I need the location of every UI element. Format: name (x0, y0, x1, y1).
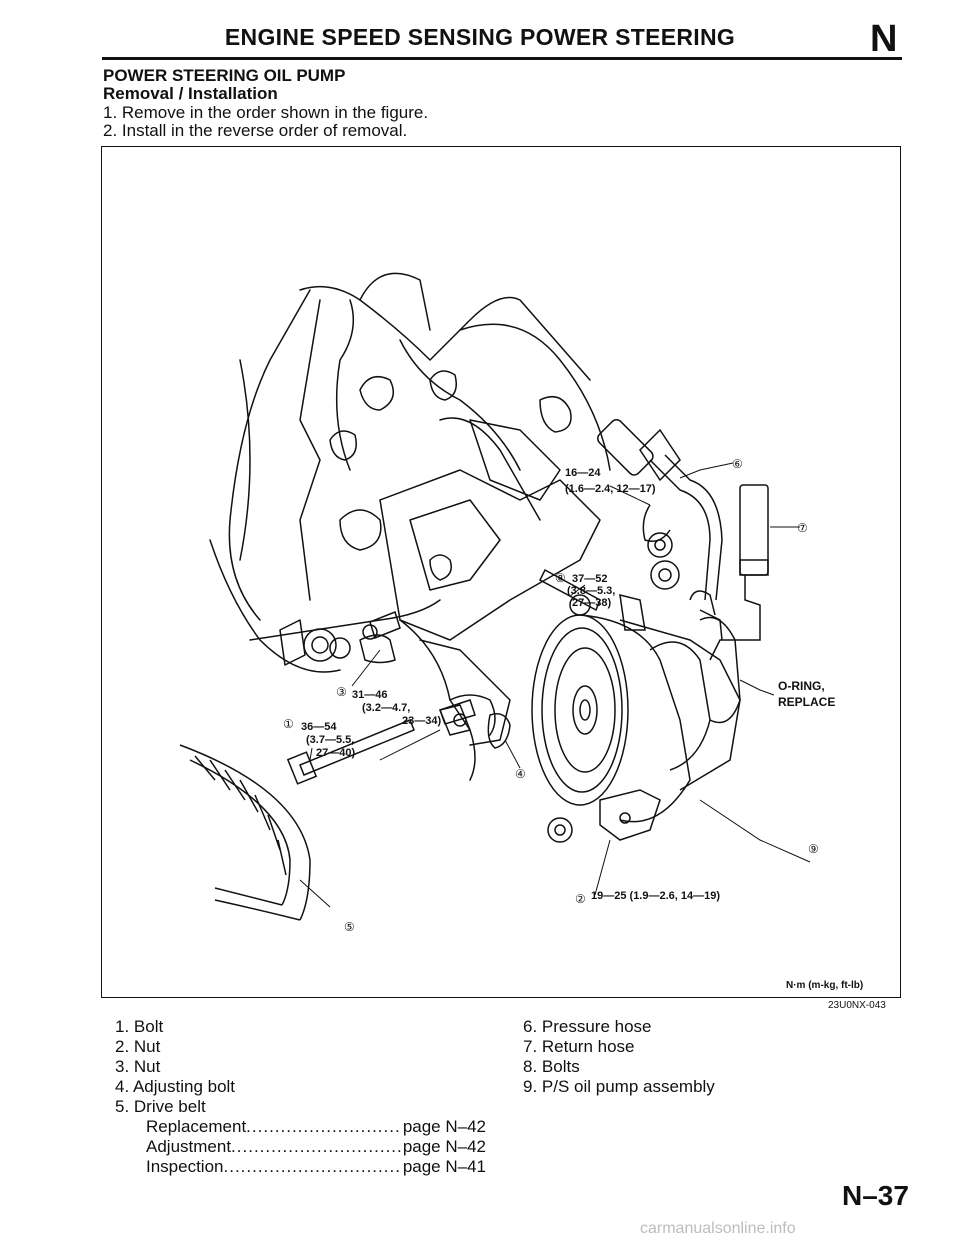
torque-1-alt2: 27—40) (316, 747, 355, 759)
torque-labels: 16—24 (1.6—2.4, 12—17) 37—52 (3.8—5.3, 2… (301, 467, 863, 991)
header-rule (102, 57, 902, 60)
drive-belt-drawing (179, 744, 311, 921)
legend-item-2: 2. Nut (115, 1037, 161, 1056)
callout-numbers: ⑥ ⑦ ⑧ ③ ① ④ ⑨ ② ⑤ (283, 457, 819, 934)
ref-adjustment-page: page N–42 (402, 1137, 486, 1156)
ref-inspection: Inspection page N–41 (146, 1157, 486, 1177)
callout-3: ③ (336, 685, 347, 699)
callout-8: ⑧ (555, 571, 566, 585)
section-letter: N (870, 18, 898, 60)
torque-hose-value: 16—24 (565, 467, 601, 479)
callout-5: ⑤ (344, 920, 355, 934)
ref-inspection-label: Inspection (146, 1157, 224, 1176)
section-title: POWER STEERING OIL PUMP (103, 66, 346, 85)
step-2: 2. Install in the reverse order of remov… (103, 121, 408, 140)
legend-item-1: 1. Bolt (115, 1017, 164, 1036)
ref-replacement-label: Replacement (146, 1117, 247, 1136)
leader-dots (231, 1137, 401, 1157)
ref-adjustment: Adjustment page N–42 (146, 1137, 486, 1157)
ref-adjustment-label: Adjustment (146, 1137, 232, 1156)
o-ring-note-1: O-RING, (778, 679, 825, 693)
legend-item-5: 5. Drive belt (115, 1097, 206, 1116)
torque-8-alt2: 27—38) (572, 597, 611, 609)
callout-2: ② (575, 892, 586, 906)
callout-7: ⑦ (797, 521, 808, 535)
torque-1-alt1: (3.7—5.5, (306, 734, 354, 746)
torque-3-value: 31—46 (352, 689, 387, 701)
legend-item-6: 6. Pressure hose (523, 1017, 652, 1036)
engine-bracket-drawing (209, 272, 611, 781)
torque-8-value: 37—52 (572, 573, 607, 585)
legend-item-8: 8. Bolts (523, 1057, 580, 1076)
pump-diagram: ⑥ ⑦ ⑧ ③ ① ④ ⑨ ② ⑤ 16—24 (1.6—2.4, 12—17)… (179, 272, 863, 991)
step-1: 1. Remove in the order shown in the figu… (103, 103, 429, 122)
header-title: ENGINE SPEED SENSING POWER STEERING (224, 24, 736, 50)
callout-6: ⑥ (732, 457, 743, 471)
figure-frame (101, 146, 901, 998)
torque-2-value: 19—25 (1.9—2.6, 14—19) (591, 890, 720, 902)
legend-item-3: 3. Nut (115, 1057, 161, 1076)
pump-assembly-drawing (531, 590, 741, 841)
units-note: N·m (m-kg, ft-lb) (786, 980, 863, 991)
figure-code: 23U0NX-043 (828, 1000, 886, 1011)
section-subtitle: Removal / Installation (103, 84, 278, 103)
callout-1: ① (283, 717, 294, 731)
leader-dots (224, 1157, 401, 1177)
watermark: carmanualsonline.info (640, 1220, 796, 1237)
return-hose-drawing (699, 484, 769, 724)
callout-4: ④ (515, 767, 526, 781)
callout-9: ⑨ (808, 842, 819, 856)
torque-8-alt1: (3.8—5.3, (567, 585, 615, 597)
legend-item-4: 4. Adjusting bolt (115, 1077, 236, 1096)
bolts-and-nuts-drawing (286, 568, 601, 843)
ref-inspection-page: page N–41 (402, 1157, 486, 1176)
torque-1-value: 36—54 (301, 721, 337, 733)
legend-item-7: 7. Return hose (523, 1037, 635, 1056)
leader-lines (299, 462, 811, 908)
page-number: N–37 (842, 1180, 909, 1211)
torque-3-alt1: (3.2—4.7, (362, 702, 410, 714)
leader-dots (246, 1117, 401, 1137)
o-ring-note-2: REPLACE (778, 695, 835, 709)
torque-hose-alt: (1.6—2.4, 12—17) (565, 483, 656, 495)
ref-replacement-page: page N–42 (402, 1117, 486, 1136)
torque-3-alt2: 23—34) (402, 715, 441, 727)
pressure-hose-drawing (597, 419, 723, 601)
ref-replacement: Replacement page N–42 (146, 1117, 486, 1137)
legend-item-9: 9. P/S oil pump assembly (523, 1077, 715, 1096)
